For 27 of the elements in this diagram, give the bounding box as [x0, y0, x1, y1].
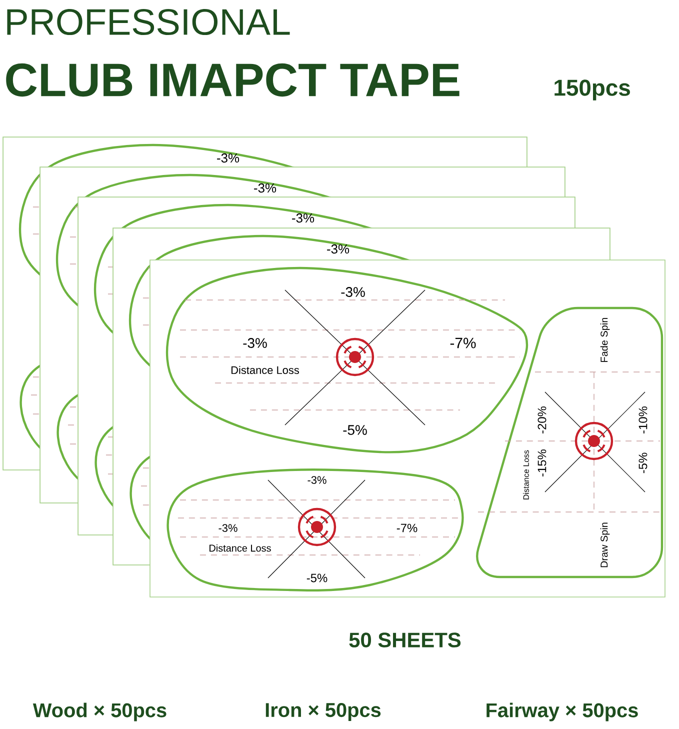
percent-label: Distance Loss	[232, 366, 299, 374]
percent-label: -5%	[638, 452, 648, 474]
percent-label: -3%	[327, 244, 350, 254]
percent-label: -3%	[341, 287, 365, 297]
count-label: 150pcs	[554, 80, 630, 100]
percent-label: -7%	[450, 338, 476, 348]
heading: CLUB IMAPCT TAPE	[6, 63, 460, 97]
percent-label: -3%	[243, 338, 267, 348]
percent-label: -15%	[538, 449, 546, 476]
sheet-count: 50 SHEETS	[349, 632, 461, 648]
percent-label: -3%	[254, 183, 276, 193]
percent-label: -7%	[396, 524, 418, 532]
percent-label: Draw Spin	[600, 522, 610, 568]
percent-label: -3%	[218, 524, 238, 532]
title: PROFESSIONAL	[7, 8, 290, 36]
percent-label: Distance Loss	[210, 544, 271, 552]
pack-label: Iron × 50pcs	[266, 702, 381, 722]
percent-label: -10%	[638, 406, 648, 434]
pack-label: Wood × 50pcs	[32, 702, 166, 722]
percent-label: Fade Spin	[600, 318, 610, 362]
percent-label: -3%	[292, 213, 314, 223]
percent-label: -3%	[217, 153, 240, 163]
pack-label: Fairway × 50pcs	[486, 702, 638, 722]
percent-label: -5%	[306, 574, 328, 582]
percent-label: -20%	[538, 406, 546, 434]
percent-label: -3%	[308, 476, 326, 484]
percent-label: -5%	[343, 425, 367, 435]
